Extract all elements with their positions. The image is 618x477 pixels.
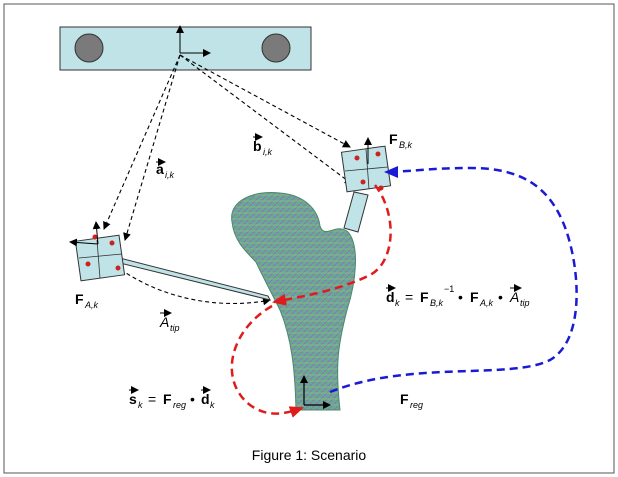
svg-text:tip: tip	[170, 323, 180, 333]
red-transform-arrows	[230, 184, 392, 418]
bone-frame-axes	[300, 375, 331, 409]
svg-text:−1: −1	[444, 284, 454, 294]
marker-dot-icon	[354, 155, 360, 161]
camera-lens-left-icon	[74, 33, 104, 63]
svg-text:i,k: i,k	[165, 170, 175, 180]
label-a-vector: a i,k	[156, 158, 175, 180]
svg-text:s: s	[129, 391, 137, 407]
svg-text:reg: reg	[173, 400, 186, 410]
svg-text:F: F	[163, 391, 172, 407]
svg-text:F: F	[400, 391, 409, 407]
svg-text:=: =	[405, 289, 413, 305]
camera-lens-right-icon	[261, 33, 291, 63]
svg-text:A: A	[159, 314, 169, 330]
figure-caption: Figure 1: Scenario	[252, 447, 367, 463]
svg-text:tip: tip	[520, 298, 530, 308]
marker-dot-icon	[378, 185, 384, 191]
svg-text:k: k	[138, 400, 143, 410]
tracker-a	[69, 221, 271, 301]
svg-text:k: k	[210, 400, 215, 410]
label-f-reg: F reg	[400, 391, 423, 410]
svg-text:B,k: B,k	[399, 140, 413, 150]
label-f-b: F B,k	[389, 131, 413, 150]
label-f-a: F A,k	[75, 291, 99, 310]
svg-text:F: F	[389, 131, 398, 147]
svg-text:d: d	[386, 289, 395, 305]
marker-dot-icon	[109, 240, 115, 246]
svg-text:F: F	[75, 291, 84, 307]
svg-text:a: a	[156, 161, 164, 177]
svg-text:A,k: A,k	[479, 298, 494, 308]
tracker-b	[340, 137, 392, 233]
svg-text:b: b	[253, 138, 262, 154]
svg-text:reg: reg	[410, 400, 423, 410]
svg-text:F: F	[420, 289, 429, 305]
svg-text:i,k: i,k	[263, 147, 273, 157]
blue-registration-arrow	[329, 165, 578, 394]
camera-bar	[59, 25, 312, 71]
svg-text:F: F	[470, 289, 479, 305]
svg-text:A: A	[509, 289, 519, 305]
svg-text:B,k: B,k	[430, 298, 444, 308]
svg-text:A,k: A,k	[84, 300, 99, 310]
marker-dot-icon	[85, 261, 91, 267]
svg-text:k: k	[395, 298, 400, 308]
label-b-vector: b i,k	[253, 133, 273, 157]
equation-d: d k = F B,k −1 • F A,k • A tip	[386, 284, 530, 308]
label-a-tip: A tip	[159, 309, 180, 333]
svg-text:•: •	[458, 289, 463, 305]
svg-text:•: •	[498, 289, 503, 305]
svg-text:•: •	[190, 391, 195, 407]
marker-dot-icon	[375, 151, 381, 157]
equation-s: s k = F reg • d k	[129, 386, 215, 410]
femur-bone	[231, 191, 356, 411]
marker-dot-icon	[360, 179, 366, 185]
marker-dot-icon	[115, 265, 121, 271]
svg-text:=: =	[148, 391, 156, 407]
svg-text:d: d	[201, 391, 210, 407]
marker-dot-icon	[92, 234, 98, 240]
